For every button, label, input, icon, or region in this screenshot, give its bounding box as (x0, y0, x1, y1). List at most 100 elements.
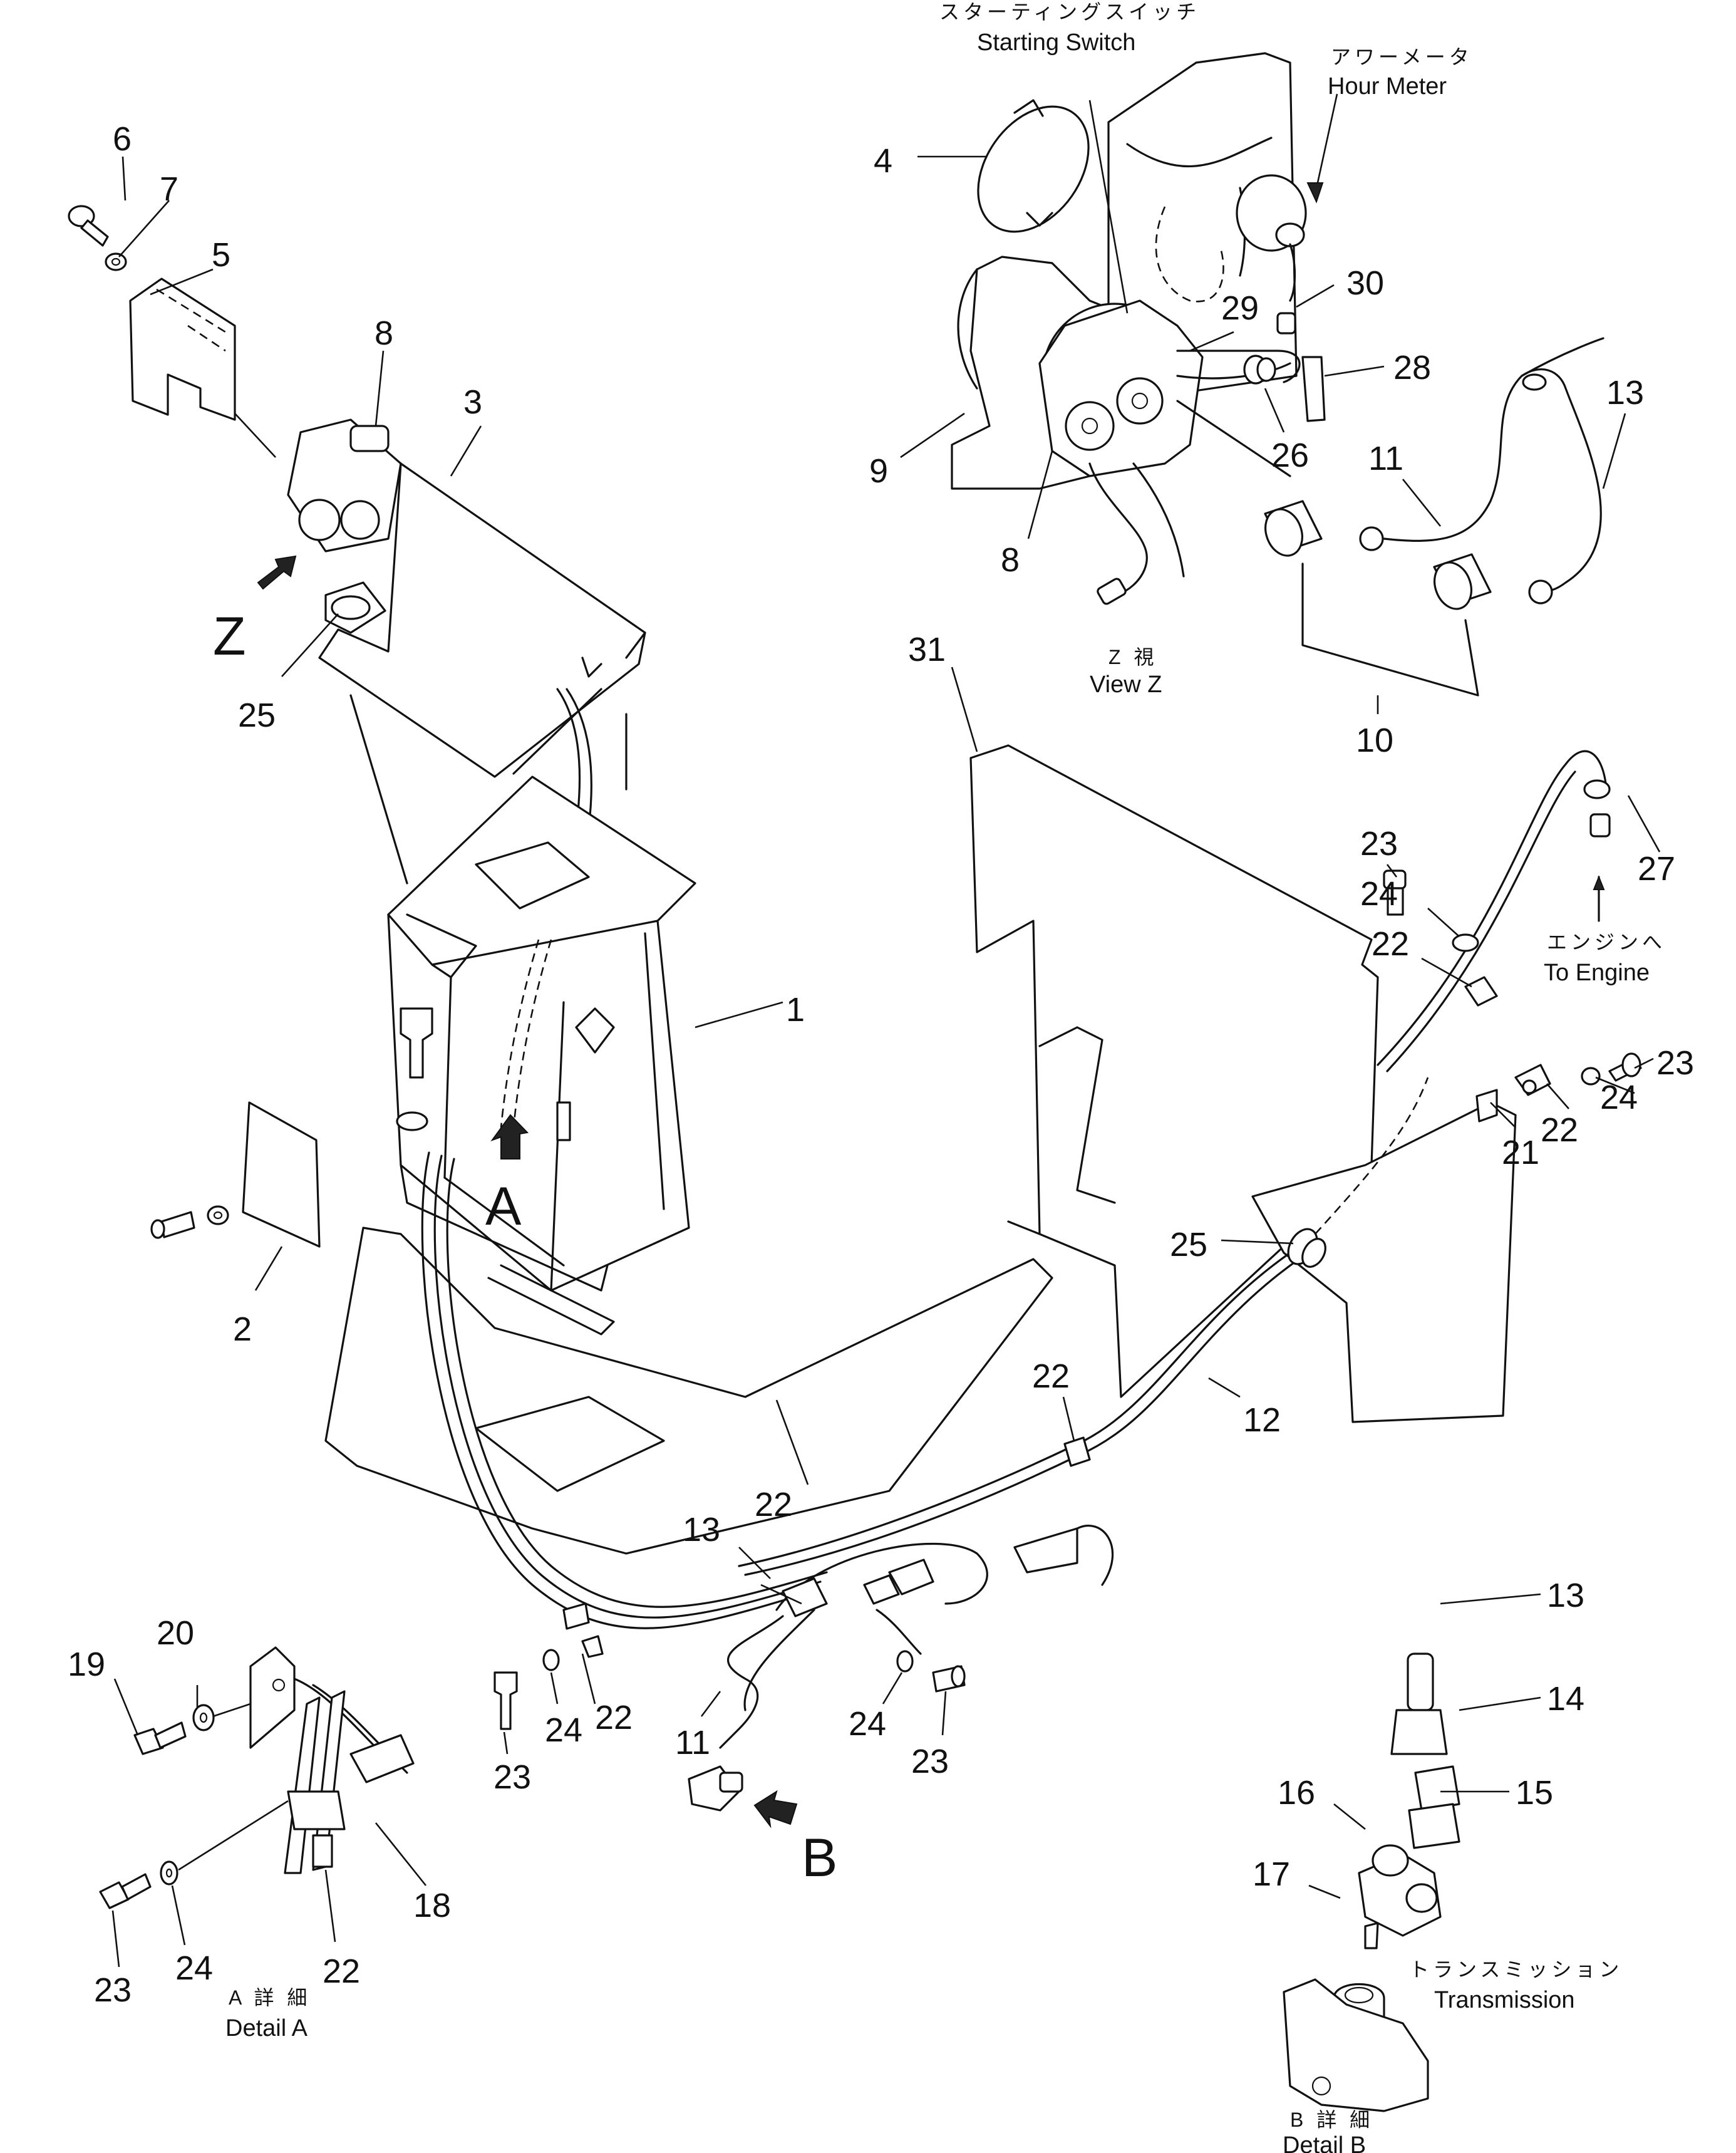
caption-hour-meter-jp: アワーメータ (1331, 46, 1473, 68)
callout-26: 26 (1271, 437, 1309, 474)
washer-20 (192, 1704, 215, 1731)
callout-28: 28 (1393, 349, 1431, 387)
callout-22-bottom: 22 (755, 1486, 792, 1523)
bolt-washer-2 (150, 1205, 229, 1239)
callout-14: 14 (1547, 1680, 1584, 1718)
caption-view-z-jp: Z 視 (1108, 646, 1157, 668)
caption-view-z: View Z (1090, 672, 1162, 698)
hardware-right-mid (1475, 1052, 1642, 1123)
bolt-19 (133, 1721, 187, 1755)
view-label-z: Z (213, 606, 246, 667)
hardware-bottom-left (493, 1649, 560, 1730)
fitting-13-detail (1390, 1652, 1448, 1755)
callout-23-bottom-left: 23 (493, 1758, 531, 1796)
connector-b (688, 1765, 743, 1812)
callout-20: 20 (157, 1614, 194, 1652)
callout-22-upper: 22 (1372, 925, 1409, 963)
view-label-a: A (485, 1176, 522, 1237)
leader-lines (111, 93, 1661, 1968)
cap-4 (977, 99, 1090, 233)
transmission-housing (1283, 1978, 1429, 2112)
callout-13-detail-b: 13 (1547, 1577, 1584, 1614)
bolt-6 (68, 205, 109, 247)
callout-6: 6 (113, 120, 132, 158)
caption-to-engine: To Engine (1544, 960, 1650, 986)
callout-25-upper: 25 (238, 697, 276, 734)
callout-7: 7 (160, 170, 178, 208)
callout-17: 17 (1253, 1855, 1290, 1893)
engine-connector (1583, 779, 1611, 922)
callout-22-detail-a: 22 (323, 1953, 360, 1990)
caption-detail-b-jp: B 詳 細 (1290, 2109, 1373, 2131)
callout-10: 10 (1356, 722, 1393, 759)
callout-24-upper: 24 (1360, 875, 1398, 913)
caption-hour-meter: Hour Meter (1328, 73, 1447, 100)
grommet-25-upper (324, 581, 386, 634)
caption-starting-switch-jp: スターティングスイッチ (939, 1, 1200, 23)
callout-31: 31 (908, 631, 946, 668)
bottom-harness (562, 1436, 1114, 1749)
callout-22-bottom-left: 22 (595, 1699, 633, 1736)
detail-a (249, 1646, 415, 1874)
callout-24-detail-a: 24 (175, 1949, 213, 1987)
hardware-column (396, 1007, 433, 1131)
callout-24-bottom-mid: 24 (849, 1705, 886, 1743)
callout-22-floor: 22 (1032, 1357, 1070, 1395)
callout-25-lower: 25 (1170, 1226, 1207, 1263)
callout-29: 29 (1221, 289, 1259, 327)
connector-10 (1264, 500, 1492, 697)
caption-to-engine-jp: エンジンへ (1547, 931, 1666, 953)
caption-starting-switch: Starting Switch (977, 29, 1135, 56)
callout-5: 5 (212, 236, 230, 274)
block-15 (1358, 1844, 1442, 1937)
caption-detail-b: Detail B (1283, 2132, 1366, 2153)
caption-transmission: Transmission (1434, 1987, 1575, 2013)
callout-21: 21 (1502, 1134, 1539, 1171)
caption-detail-a-jp: A 詳 細 (229, 1986, 311, 2009)
clip-16 (1364, 1922, 1379, 1949)
grommet-25-lower (1287, 1228, 1326, 1268)
caption-detail-a: Detail A (225, 2015, 308, 2041)
callout-1: 1 (786, 991, 805, 1029)
view-label-b: B (802, 1828, 837, 1888)
callout-18: 18 (413, 1887, 451, 1924)
callout-8-view-z: 8 (1001, 541, 1020, 579)
caption-transmission-jp: トランスミッション (1409, 1958, 1623, 1981)
hour-meter (1236, 174, 1307, 335)
view-arrow-a (490, 1114, 529, 1160)
callout-11-bottom: 11 (675, 1724, 710, 1761)
washer-24-detail (160, 1860, 178, 1886)
callout-24-bottom-left: 24 (545, 1711, 582, 1749)
hardware-right-upper (1383, 869, 1498, 1007)
harness-11-view-z (1359, 337, 1604, 604)
callout-13-view-z: 13 (1606, 374, 1644, 412)
bolt-23-detail (99, 1873, 152, 1909)
callout-16: 16 (1278, 1774, 1315, 1812)
callout-4: 4 (874, 142, 892, 180)
hardware-bottom-mid (896, 1650, 966, 1693)
cover-plate-5 (129, 278, 236, 421)
callout-30: 30 (1346, 264, 1384, 302)
callout-11-view-z: 11 (1368, 440, 1403, 477)
callout-8-upper: 8 (375, 314, 393, 352)
switch-housing (287, 418, 402, 553)
view-arrow-b (753, 1790, 798, 1829)
callout-24-right: 24 (1600, 1079, 1638, 1116)
callout-13-bottom: 13 (683, 1511, 720, 1549)
callout-23-detail-a: 23 (94, 1971, 132, 2009)
callout-23-upper: 23 (1360, 825, 1398, 863)
cover-plate-2 (242, 1101, 321, 1248)
switch-8-view-z (1038, 299, 1204, 605)
side-panel-back (1251, 1101, 1517, 1423)
callout-12: 12 (1243, 1401, 1281, 1439)
column-1 (387, 776, 696, 1292)
washer-7 (105, 252, 127, 271)
callout-9: 9 (869, 452, 888, 490)
callout-15: 15 (1516, 1774, 1553, 1812)
part-callouts: 6 7 5 8 3 25 1 2 4 9 8 30 29 28 26 11 13… (68, 120, 1694, 2009)
callout-22-right: 22 (1541, 1111, 1578, 1149)
callout-23-right: 23 (1656, 1044, 1694, 1082)
tube-28 (1301, 356, 1326, 422)
callout-23-bottom-mid: 23 (911, 1743, 949, 1780)
